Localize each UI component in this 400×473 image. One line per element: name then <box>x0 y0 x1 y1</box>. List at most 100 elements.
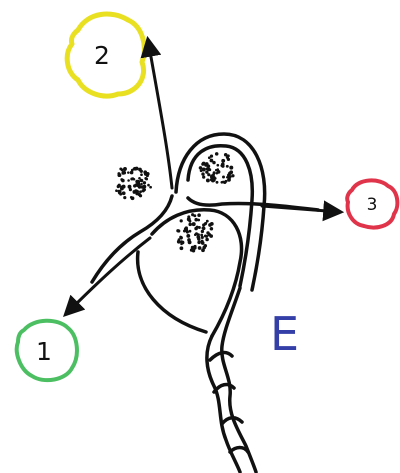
stipple-dot <box>181 241 185 245</box>
node-1: 1 <box>17 321 77 380</box>
stipple-dot <box>216 164 219 167</box>
stipple-dot <box>205 238 209 242</box>
stipple-dot <box>117 173 121 177</box>
stipple-dot <box>176 229 179 232</box>
stipple-dot <box>194 227 198 231</box>
stipple-dot <box>204 164 207 167</box>
stipple-dot <box>210 227 214 231</box>
stipple-dot <box>215 152 219 156</box>
stipple-dot <box>187 238 191 242</box>
stipple-dot <box>123 168 126 171</box>
stipple-dot <box>143 181 146 184</box>
node-3-label: 3 <box>367 195 378 215</box>
stipple-dot <box>198 246 202 250</box>
stipple-dot <box>198 226 201 229</box>
stipple-dot <box>189 230 192 233</box>
stipple-dot <box>226 156 229 159</box>
stipple-dot <box>208 223 212 227</box>
strand-drawing <box>92 134 318 472</box>
stipple-dot <box>199 166 203 170</box>
stipple-dot <box>122 191 126 195</box>
node-3: 3 <box>347 180 397 227</box>
stipple-dot <box>197 241 201 245</box>
stipple-dot <box>135 167 139 171</box>
stipple-dot <box>201 230 204 233</box>
node-2-label: 2 <box>94 41 110 70</box>
stipple-dot <box>200 169 203 172</box>
stipple-dot <box>191 213 194 216</box>
stipple-dot <box>179 236 183 240</box>
stipple-dot <box>135 180 139 184</box>
stipple-dot <box>205 235 208 238</box>
stipple-dot <box>190 248 193 251</box>
strand-tail-twist-3 <box>222 418 242 424</box>
arrow-to-node-2 <box>148 40 172 188</box>
stipple-dot <box>220 181 223 184</box>
stipple-dot <box>231 174 234 177</box>
stipple-dot <box>205 222 208 225</box>
stipple-dot <box>147 184 150 187</box>
stipple-dot <box>216 181 219 184</box>
stipple-dot <box>202 175 205 178</box>
stipple-dot <box>208 156 211 159</box>
stipple-dot <box>140 173 143 176</box>
stipple-dot <box>192 222 196 226</box>
stipple-dot <box>227 173 231 177</box>
stipple-dot <box>133 190 136 193</box>
stipple-dot <box>194 218 198 222</box>
stipple-dot <box>188 223 192 227</box>
stipple-dot <box>119 193 122 196</box>
stipple-dot <box>201 241 205 245</box>
stipple-dot <box>187 215 190 218</box>
stipple-dot <box>115 189 118 192</box>
stipple-dot <box>206 220 209 223</box>
stipple-dot <box>134 183 137 186</box>
stipple-dot <box>127 179 130 182</box>
stipple-dot <box>186 234 190 238</box>
stipple-dot <box>131 196 135 200</box>
stipple-dot <box>180 246 184 250</box>
stipple-dot <box>188 220 191 223</box>
dot-cluster-upper-right <box>199 152 235 184</box>
stipple-dot <box>210 159 214 163</box>
stipple-dot <box>123 196 126 199</box>
stipple-dot <box>202 226 205 229</box>
stipple-dot <box>201 172 204 175</box>
stipple-dot <box>140 183 143 186</box>
stipple-dot <box>130 171 134 175</box>
stipple-dot <box>121 179 125 183</box>
stipple-dot <box>208 168 211 171</box>
stipple-dot <box>138 193 141 196</box>
node-2: 2 <box>67 14 144 96</box>
strand-tail-twist-4 <box>230 448 248 453</box>
stipple-dot <box>194 233 197 236</box>
stipple-dot <box>214 177 216 179</box>
dot-cluster-left <box>115 167 152 200</box>
stipple-dot <box>128 185 132 189</box>
stipple-dot <box>217 170 221 174</box>
stipple-dot <box>180 219 183 222</box>
stipple-dot <box>225 180 228 183</box>
stipple-dot <box>130 178 133 181</box>
stipple-dot <box>229 166 233 170</box>
dot-cluster-center <box>176 213 213 252</box>
letter-e-label: E <box>270 307 299 361</box>
stipple-dot <box>123 171 127 175</box>
stipple-dot <box>145 178 148 181</box>
stipple-dot <box>117 185 120 188</box>
stipple-dot <box>222 176 225 179</box>
stipple-dot <box>197 213 201 217</box>
stipple-dot <box>127 171 130 174</box>
stipple-dot <box>201 236 204 239</box>
stipple-dot <box>212 173 215 176</box>
stipple-dot <box>226 165 229 168</box>
stipple-dot <box>206 231 209 234</box>
stipple-dot <box>140 179 144 183</box>
stipple-dot <box>149 186 152 189</box>
node-1-label: 1 <box>36 337 52 366</box>
stipple-dot <box>183 229 186 232</box>
stipple-dot <box>193 246 197 250</box>
strand-central-left <box>92 196 172 282</box>
